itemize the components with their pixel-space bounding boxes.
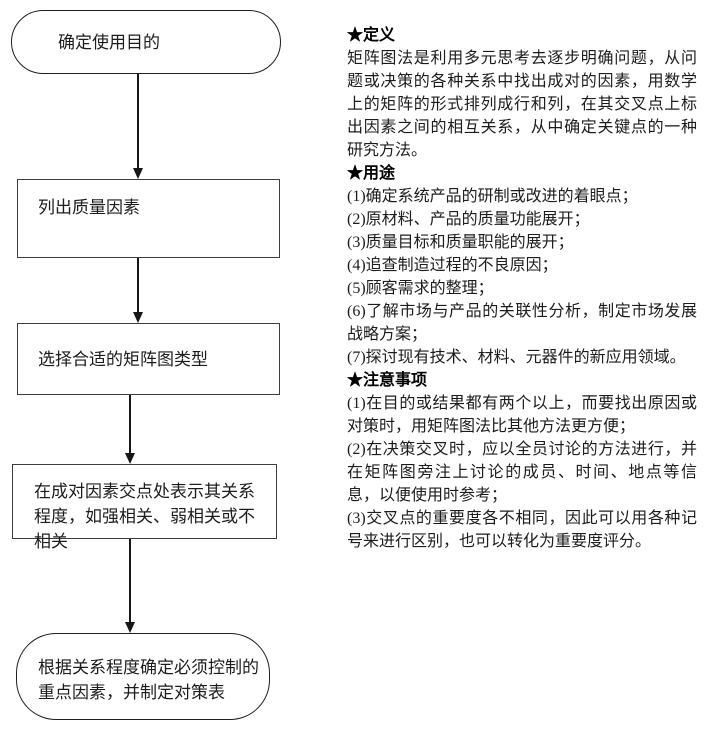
uses-item: (2)原材料、产品的质量功能展开； (347, 211, 590, 228)
flow-node-list-factors: 列出质量因素 (17, 179, 280, 258)
flow-node-start: 确定使用目的 (11, 10, 281, 74)
notes-item: (3)交叉点的重要度各不相同，因此可以用各种记号来进行区别，也可以转化为重要度评… (347, 510, 697, 550)
info-panel: ★定义 矩阵图法是利用多元思考去逐步明确问题，从问题或决策的各种关系中找出成对的… (347, 24, 697, 553)
flow-node-mark-relations: 在成对因素交点处表示其关系程度，如强相关、弱相关或不相关 (12, 464, 277, 551)
arrow-shaft (129, 395, 131, 454)
flow-node-label: 确定使用目的 (58, 32, 160, 52)
uses-item: (1)确定系统产品的研制或改进的着眼点； (347, 188, 638, 205)
arrow-shaft (129, 539, 131, 623)
uses-item: (5)顾客需求的整理； (347, 280, 494, 297)
arrow-shaft (137, 74, 139, 169)
flow-node-label: 选择合适的矩阵图类型 (38, 350, 208, 369)
section-heading-notes: ★注意事项 (347, 372, 428, 389)
definition-paragraph: 矩阵图法是利用多元思考去逐步明确问题，从问题或决策的各种关系中找出成对的因素，用… (347, 50, 697, 159)
arrow-shaft (137, 258, 139, 313)
uses-item: (7)探讨现有技术、材料、元器件的新应用领域。 (347, 349, 686, 366)
flow-node-label: 在成对因素交点处表示其关系程度，如强相关、弱相关或不相关 (34, 482, 255, 551)
notes-item: (1)在目的或结果都有两个以上，而要找出原因或对策时，用矩阵图法比其他方法更方便… (347, 395, 697, 435)
arrow-head-icon (133, 312, 143, 323)
flow-node-label: 列出质量因素 (38, 198, 140, 217)
flow-node-choose-matrix-type: 选择合适的矩阵图类型 (17, 323, 280, 395)
section-heading-uses: ★用途 (347, 165, 396, 182)
flow-node-label: 根据关系程度确定必须控制的重点因素，并制定对策表 (38, 658, 259, 702)
arrow-head-icon (133, 168, 143, 179)
arrow-head-icon (125, 622, 135, 633)
arrow-head-icon (125, 453, 135, 464)
uses-item: (3)质量目标和质量职能的展开； (347, 234, 574, 251)
notes-item: (2)在决策交叉时，应以全员讨论的方法进行，并在矩阵图旁注上讨论的成员、时间、地… (347, 441, 697, 504)
flow-node-end: 根据关系程度确定必须控制的重点因素，并制定对策表 (16, 633, 270, 720)
uses-item: (6)了解市场与产品的关联性分析，制定市场发展战略方案； (347, 303, 697, 343)
uses-item: (4)追查制造过程的不良原因； (347, 257, 558, 274)
section-heading-definition: ★定义 (347, 27, 396, 44)
